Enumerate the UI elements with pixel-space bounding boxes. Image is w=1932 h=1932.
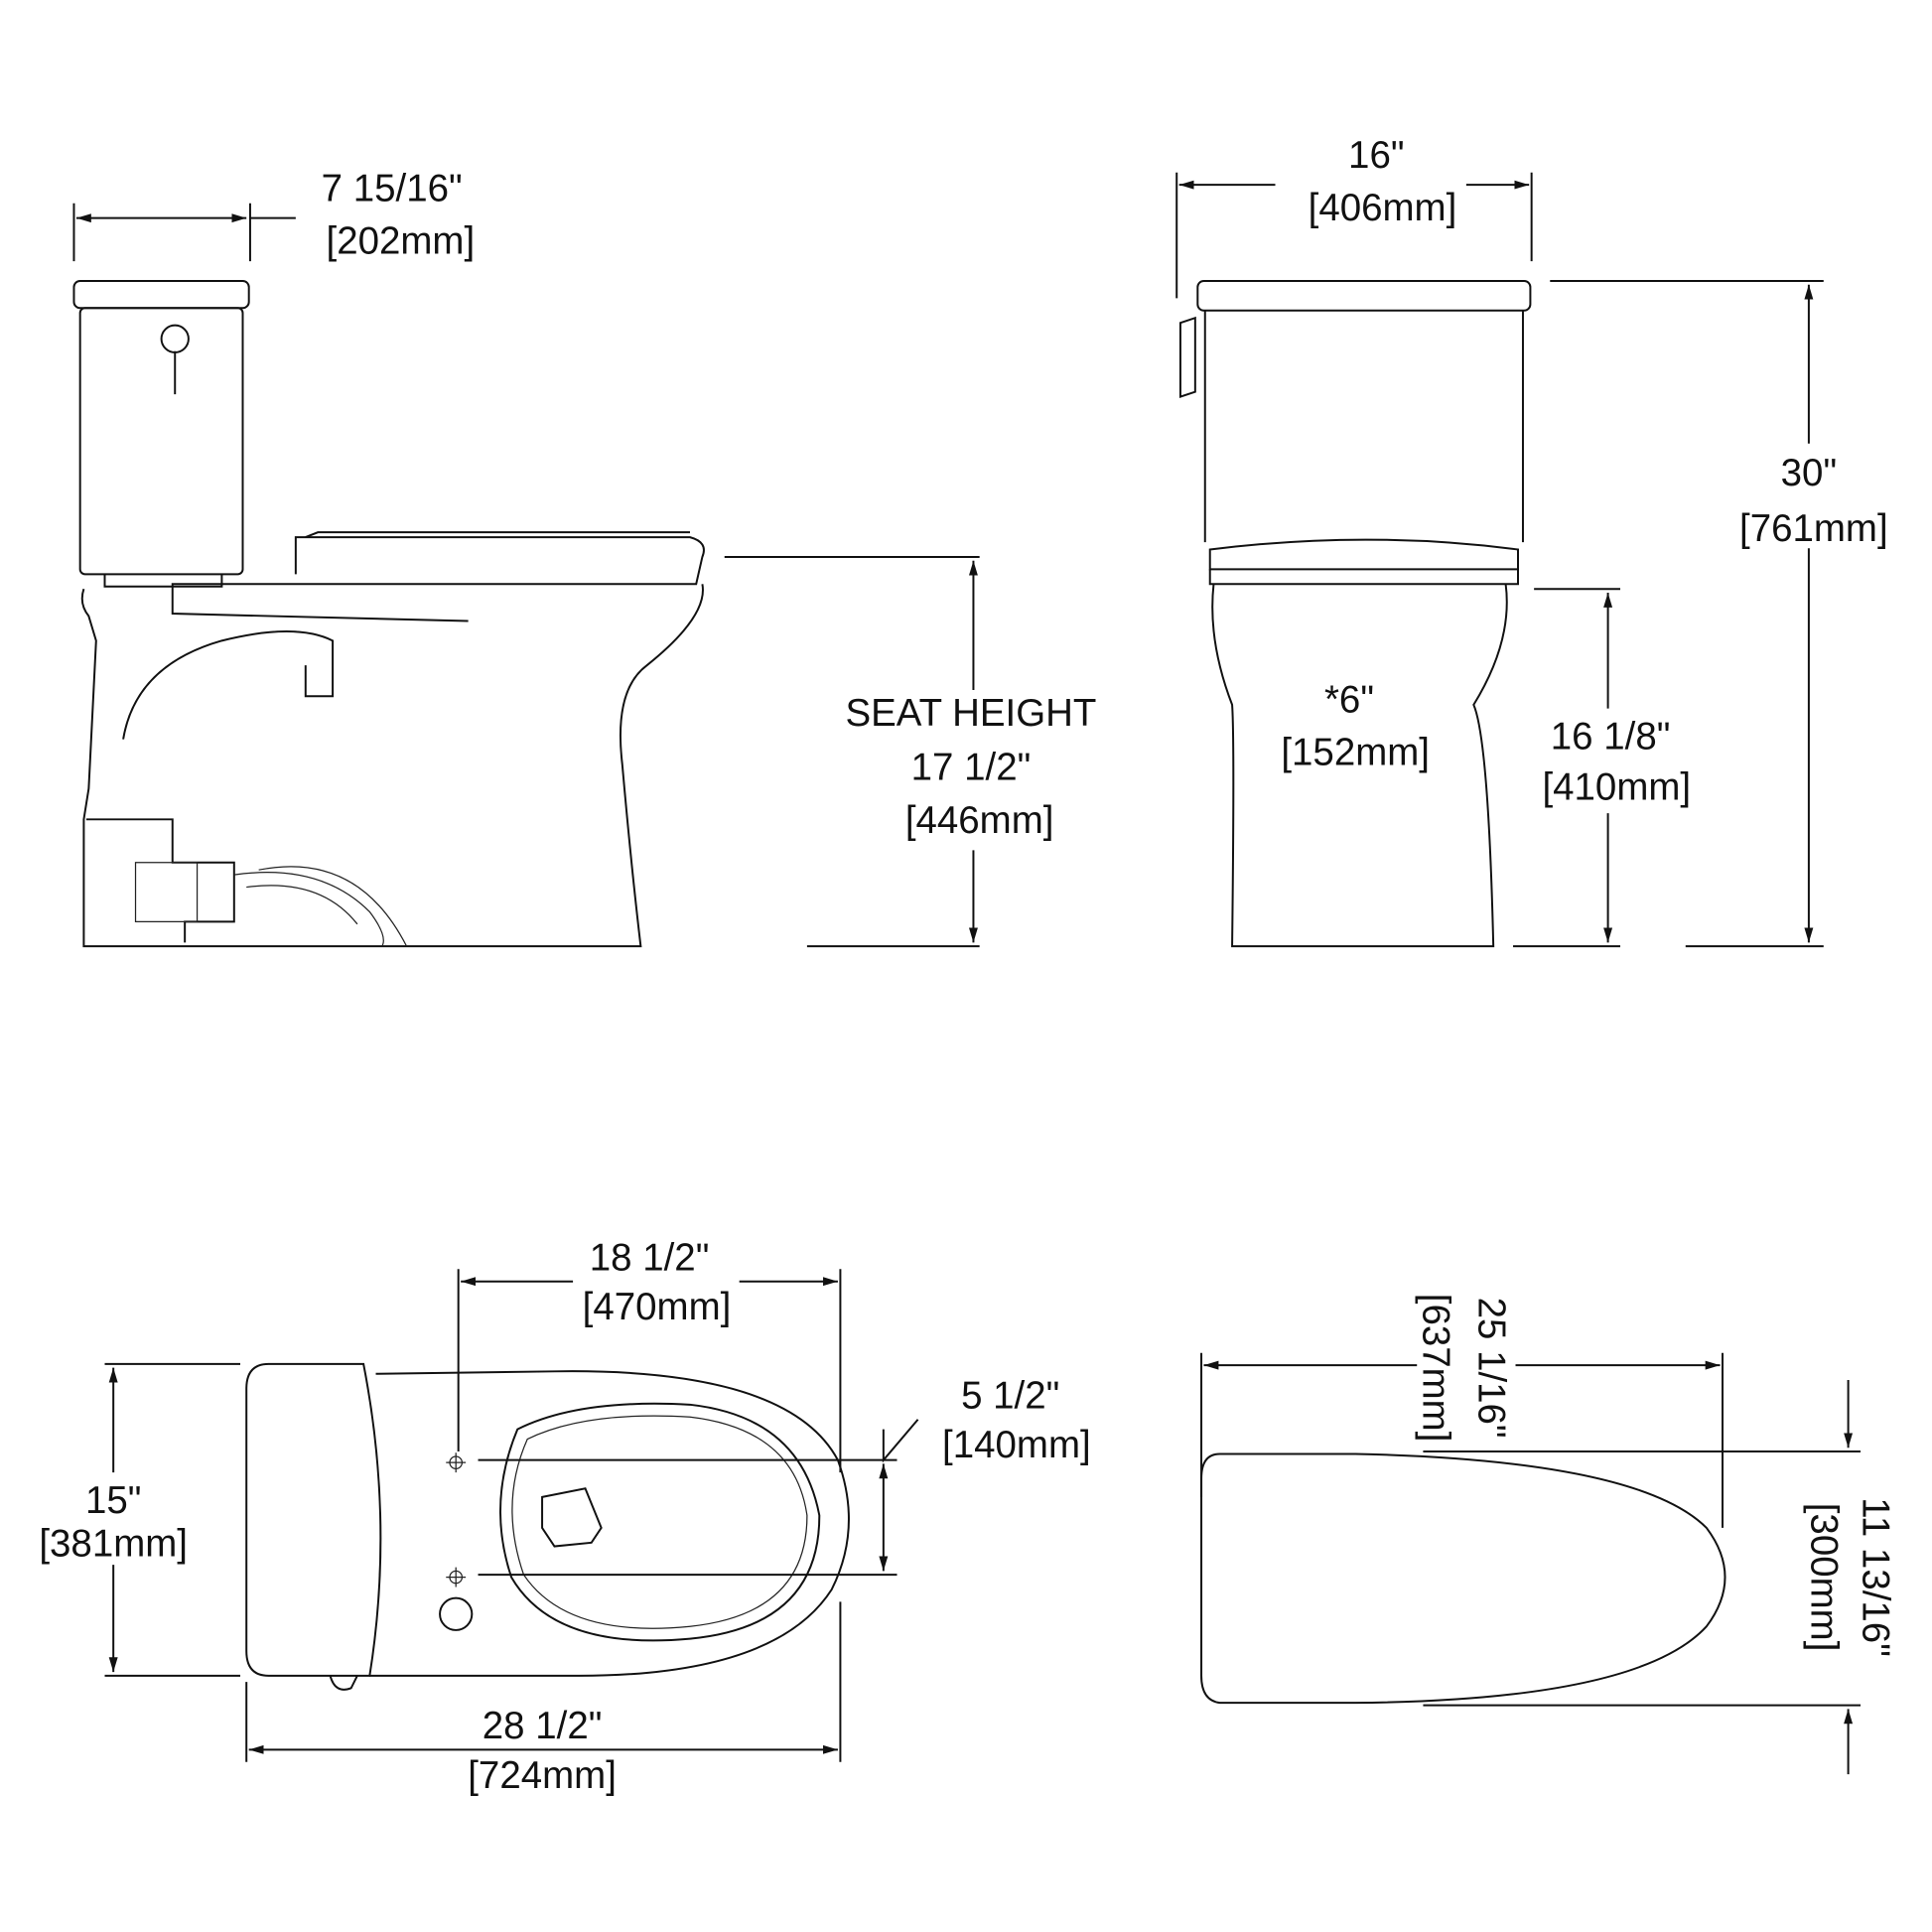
- seat-width-mm: [300mm]: [1802, 1503, 1845, 1652]
- base-width-in: *6": [1324, 678, 1374, 721]
- seat-height-dimension: SEAT HEIGHT 17 1/2" [446mm]: [724, 555, 1096, 948]
- bolt-spacing-mm: [140mm]: [942, 1424, 1091, 1466]
- seat-top-view: [1200, 1452, 1726, 1705]
- seat-height-mm: [446mm]: [905, 799, 1054, 842]
- rim-height-mm: [410mm]: [1542, 765, 1691, 808]
- seat-height-in: 17 1/2": [911, 747, 1032, 789]
- seat-width-dimension: 11 13/16" [300mm]: [1423, 1380, 1897, 1775]
- seat-width-in: 11 13/16": [1855, 1497, 1897, 1657]
- bolt-to-front-in: 18 1/2": [590, 1237, 710, 1280]
- top-width-mm: [381mm]: [39, 1522, 188, 1565]
- tank-depth-mm: [202mm]: [327, 220, 476, 263]
- length-dimension: 28 1/2" [724mm]: [245, 1601, 842, 1797]
- front-width-in: 16": [1348, 134, 1404, 177]
- front-view-toilet: [1178, 279, 1532, 948]
- front-width-dimension: 16" [406mm]: [1175, 134, 1533, 299]
- top-width-in: 15": [85, 1479, 141, 1522]
- seat-length-in: 25 1/16": [1469, 1298, 1512, 1439]
- bolt-to-front-mm: [470mm]: [583, 1286, 732, 1328]
- bolt-hole-icon: [446, 1452, 467, 1473]
- base-width-mm: [152mm]: [1281, 732, 1430, 774]
- tank-depth-in: 7 15/16": [322, 167, 463, 209]
- seat-length-dimension: 25 1/16" [637mm]: [1200, 1294, 1725, 1528]
- bolt-spacing-dimension: 5 1/2" [140mm]: [478, 1375, 1091, 1577]
- seat-height-label: SEAT HEIGHT: [845, 692, 1096, 735]
- side-view-toilet: [72, 279, 705, 948]
- rim-height-dimension: 16 1/8" [410mm]: [1513, 588, 1691, 948]
- total-height-in: 30": [1781, 452, 1837, 494]
- bolt-spacing-in: 5 1/2": [961, 1375, 1059, 1418]
- length-mm: [724mm]: [468, 1754, 617, 1797]
- top-view-toilet: [245, 1362, 850, 1691]
- rim-height-in: 16 1/8": [1551, 716, 1671, 759]
- seat-length-mm: [637mm]: [1414, 1294, 1456, 1443]
- tank-depth-dimension: 7 15/16" [202mm]: [72, 167, 476, 263]
- total-height-mm: [761mm]: [1739, 507, 1888, 550]
- total-height-dimension: 30" [761mm]: [1550, 279, 1888, 948]
- top-width-dimension: 15" [381mm]: [39, 1362, 241, 1677]
- base-width-label: *6" [152mm]: [1281, 678, 1430, 773]
- length-in: 28 1/2": [483, 1705, 603, 1747]
- bolt-to-front-dimension: 18 1/2" [470mm]: [457, 1237, 842, 1473]
- flush-lever-icon: [160, 324, 190, 395]
- front-width-mm: [406mm]: [1309, 187, 1457, 229]
- bolt-hole-icon: [446, 1567, 467, 1587]
